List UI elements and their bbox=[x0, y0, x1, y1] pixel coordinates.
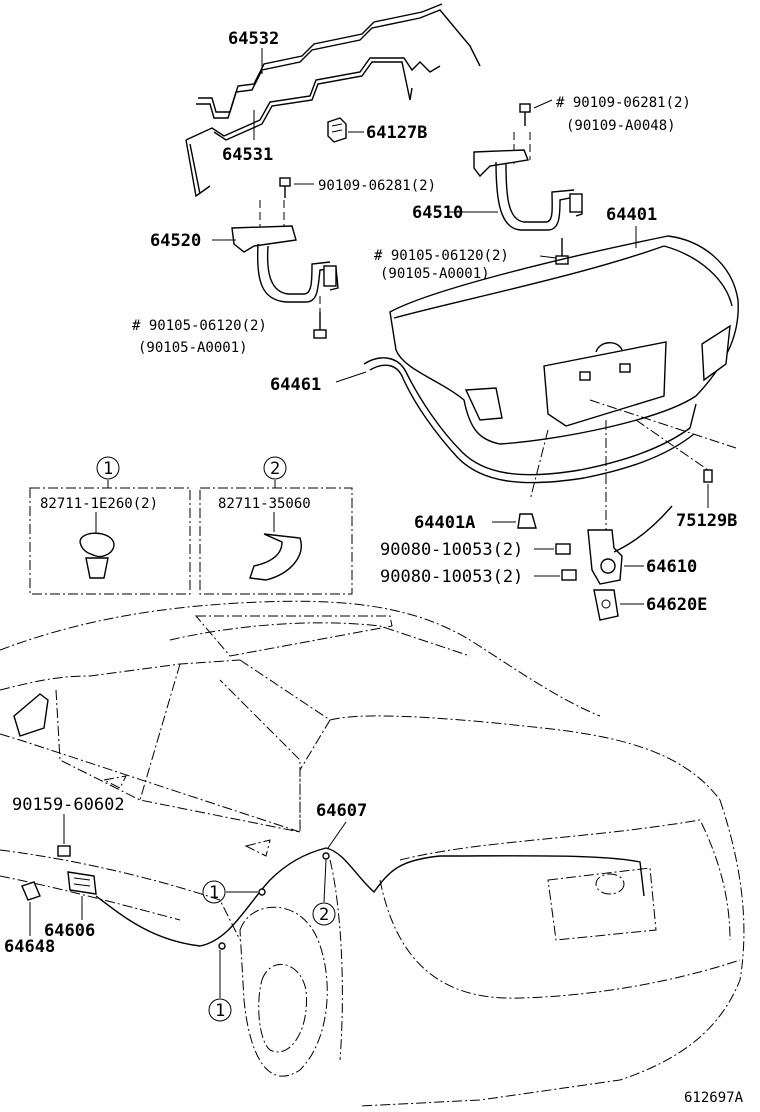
leader-90105-right bbox=[539, 255, 557, 259]
label-64461: 64461 bbox=[270, 375, 321, 395]
label-90109-06281-top: # 90109-06281(2) bbox=[556, 95, 691, 111]
label-64127b: 64127B bbox=[366, 123, 427, 143]
cable-64607 bbox=[95, 847, 645, 947]
figure-number: 612697A bbox=[684, 1090, 744, 1106]
bolt-90109-top bbox=[519, 103, 531, 126]
side-mirror bbox=[13, 693, 49, 737]
callout-1-car-a-label: 1 bbox=[209, 883, 219, 903]
bolt-90159 bbox=[57, 845, 71, 857]
label-64606: 64606 bbox=[44, 921, 95, 941]
callout-2-car-label: 2 bbox=[319, 905, 329, 925]
leader-64461 bbox=[335, 371, 367, 383]
clip-64127b bbox=[327, 117, 347, 143]
callout-2-label: 2 bbox=[270, 459, 280, 479]
clamp-82711-1e260 bbox=[79, 532, 115, 579]
label-82711-1e260: 82711-1E260(2) bbox=[40, 496, 158, 512]
torsion-bars bbox=[185, 3, 481, 198]
bumper-64401a bbox=[517, 513, 537, 529]
label-64510: 64510 bbox=[412, 203, 463, 223]
callout-1-label: 1 bbox=[103, 459, 113, 479]
label-90159-60602: 90159-60602 bbox=[12, 795, 125, 815]
callout-box-1 bbox=[29, 487, 191, 595]
lock-64610 bbox=[587, 505, 673, 585]
label-90109-06281-left: 90109-06281(2) bbox=[318, 178, 436, 194]
bolt-90080-b bbox=[561, 569, 577, 581]
weatherstrip-64461 bbox=[363, 357, 697, 484]
label-64610: 64610 bbox=[646, 557, 697, 577]
label-64620e: 64620E bbox=[646, 595, 707, 615]
label-64401a: 64401A bbox=[414, 513, 475, 533]
lever-64606 bbox=[67, 871, 97, 895]
cover-64648 bbox=[21, 881, 41, 901]
label-64531: 64531 bbox=[222, 145, 273, 165]
bolt-90105-left bbox=[313, 312, 327, 339]
callout-2-car bbox=[312, 902, 336, 926]
callout-2-car-leader bbox=[323, 859, 327, 903]
label-64532: 64532 bbox=[228, 29, 279, 49]
callout-1-car-b bbox=[208, 998, 232, 1022]
callout-circle-1 bbox=[96, 456, 120, 480]
leader-64607 bbox=[327, 821, 347, 849]
label-64648: 64648 bbox=[4, 937, 55, 957]
label-90105-06120-right: # 90105-06120(2) bbox=[374, 248, 509, 264]
trunk-lid-64401 bbox=[389, 235, 739, 445]
callout-1-car-a bbox=[202, 880, 226, 904]
bolt-90109-left bbox=[279, 177, 291, 198]
label-90080-10053-a: 90080-10053(2) bbox=[380, 540, 523, 560]
label-64607: 64607 bbox=[316, 801, 367, 821]
callout-box-2 bbox=[199, 487, 353, 595]
clamp-82711-35060 bbox=[249, 533, 302, 581]
label-90109-a0048: (90109-A0048) bbox=[566, 118, 676, 134]
cable-clip-b bbox=[218, 942, 226, 950]
callout-circle-2 bbox=[263, 456, 287, 480]
label-90080-10053-b: 90080-10053(2) bbox=[380, 567, 523, 587]
cable-clip-a bbox=[258, 888, 266, 896]
label-90105-06120-left: # 90105-06120(2) bbox=[132, 318, 267, 334]
label-75129b: 75129B bbox=[676, 511, 737, 531]
striker-64620e bbox=[593, 589, 619, 621]
assembly-lines bbox=[529, 399, 737, 530]
label-90105-a0001-left: (90105-A0001) bbox=[138, 340, 248, 356]
hinge-left-dash bbox=[259, 200, 285, 230]
clip-75129b bbox=[703, 469, 713, 483]
label-64520: 64520 bbox=[150, 231, 201, 251]
hinge-64510 bbox=[473, 149, 583, 231]
callout-1-car-b-label: 1 bbox=[215, 1001, 225, 1021]
label-82711-35060: 82711-35060 bbox=[218, 496, 311, 512]
cable-clip-c bbox=[322, 852, 330, 860]
bolt-90080-a bbox=[555, 543, 571, 555]
hinge-64520 bbox=[231, 225, 339, 303]
label-90105-a0001-right: (90105-A0001) bbox=[380, 266, 490, 282]
car-body bbox=[0, 600, 745, 1107]
label-64401: 64401 bbox=[606, 205, 657, 225]
leader-90109-top bbox=[533, 99, 553, 109]
